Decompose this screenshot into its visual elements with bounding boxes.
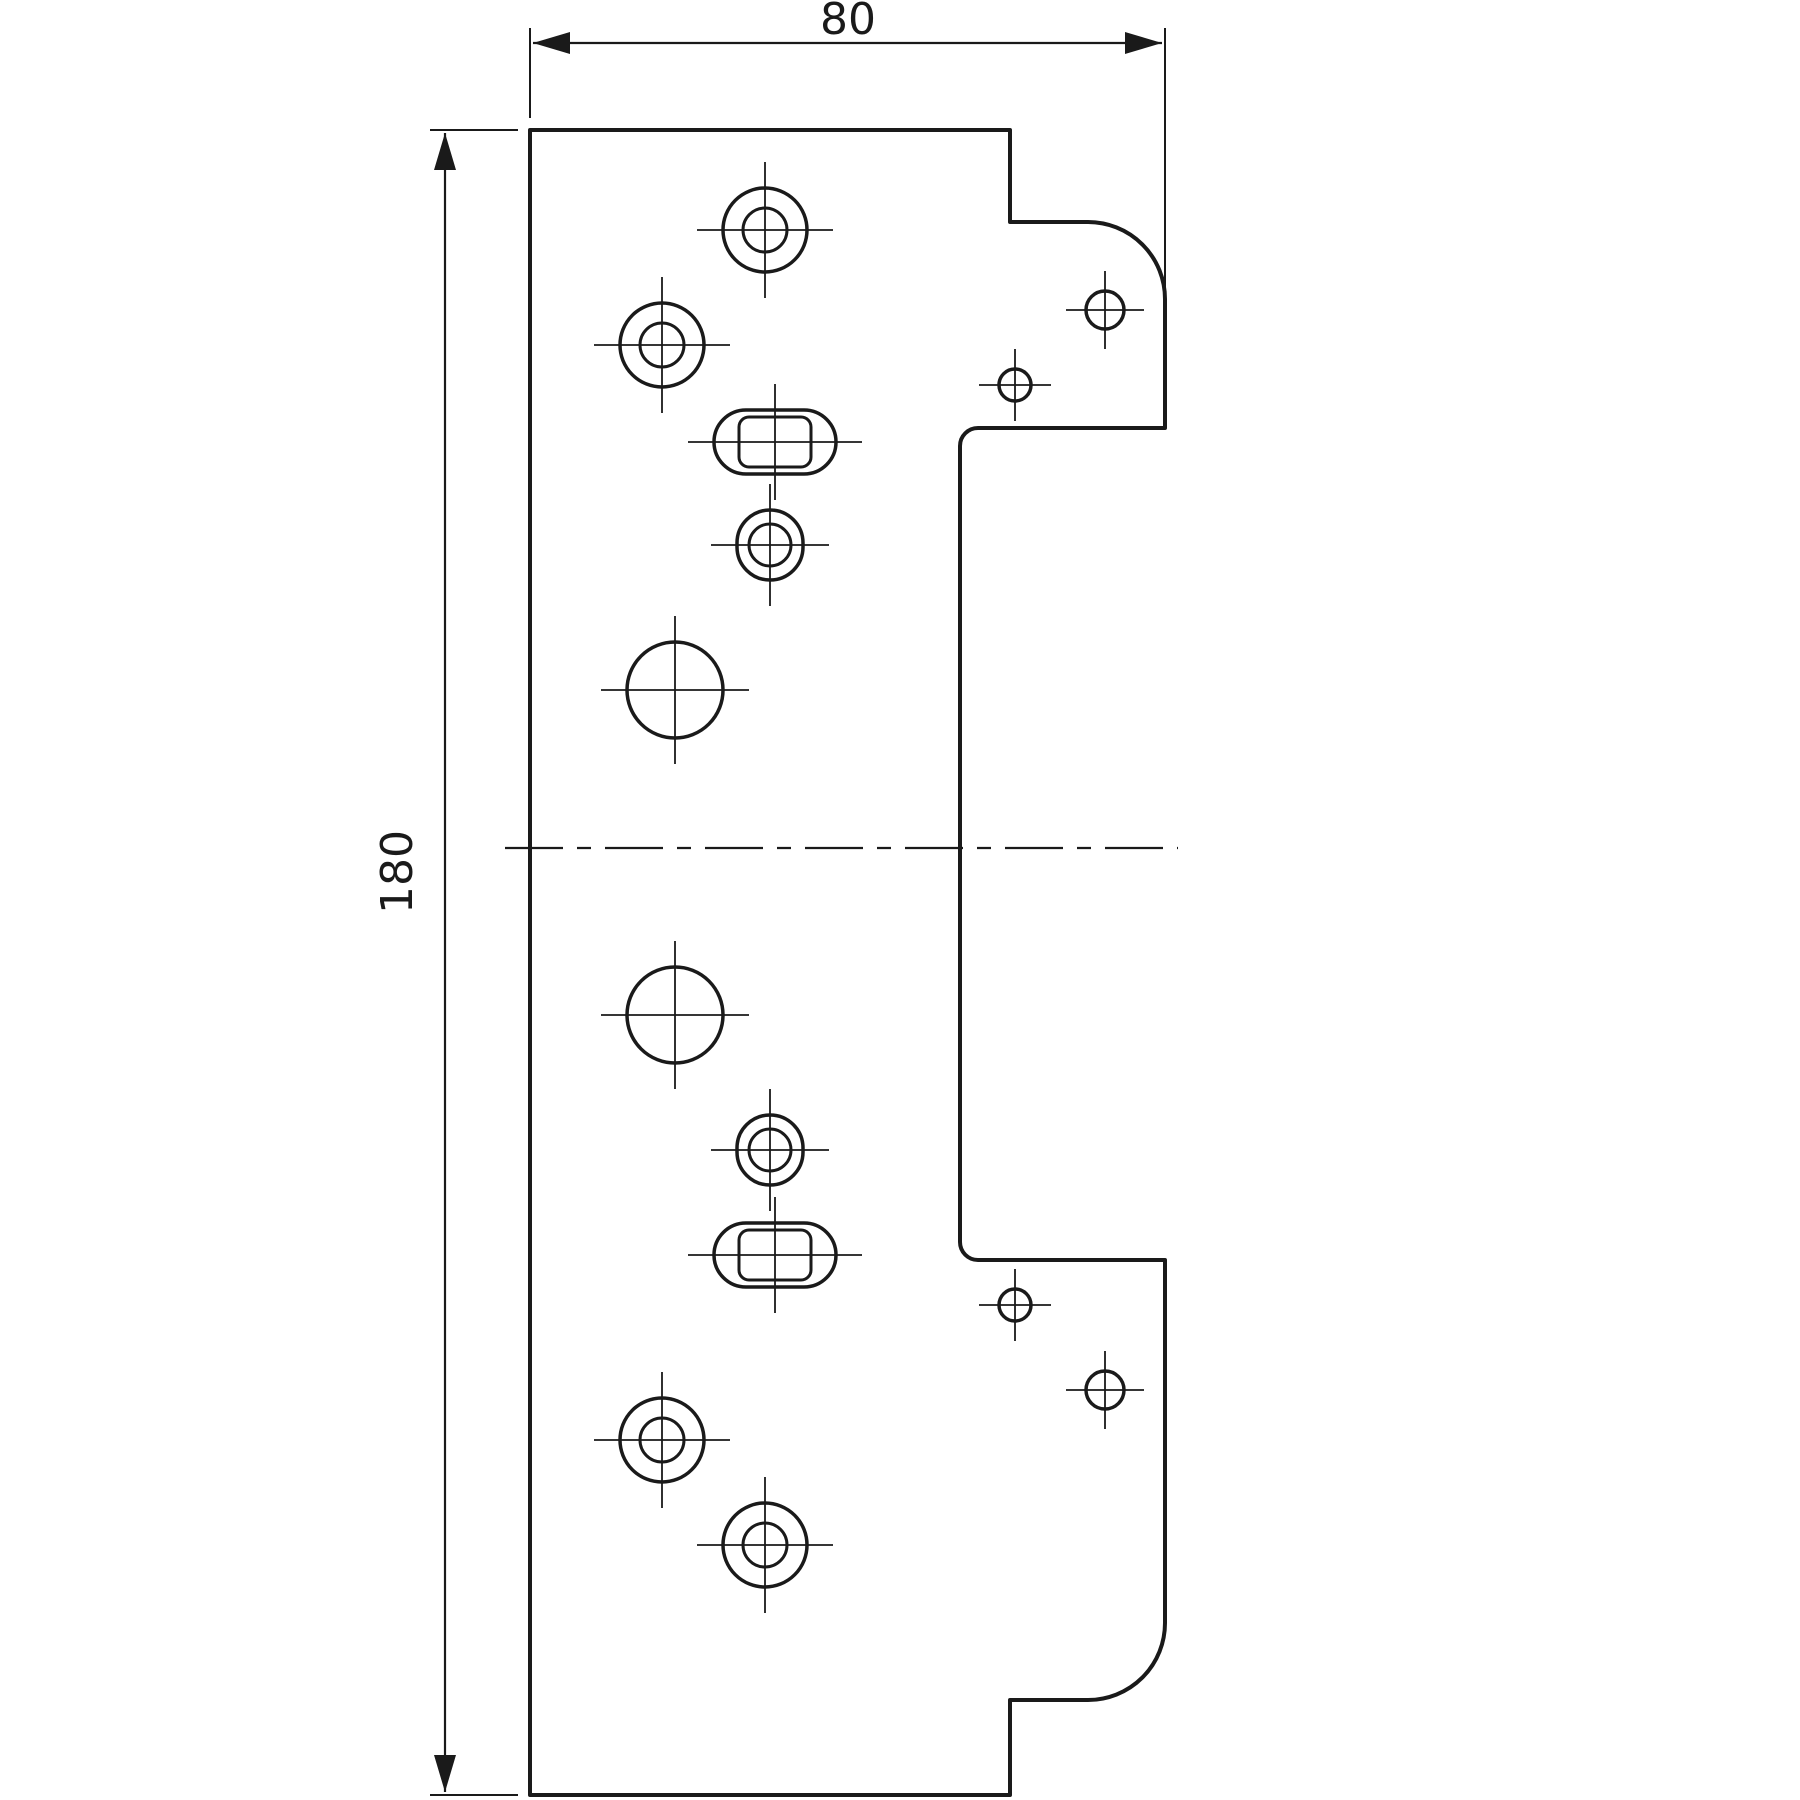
dim-arrow-right [1125, 32, 1162, 54]
hole-counterbore_obround [711, 484, 829, 606]
dim-arrow-top [434, 133, 456, 170]
hole-slot [688, 1197, 862, 1313]
dim-width-label: 80 [820, 0, 876, 45]
hole-small [979, 1269, 1051, 1341]
hole-counterbore_obround [711, 1089, 829, 1211]
hole-small [1066, 271, 1144, 349]
plate-outline [528, 128, 1167, 1797]
hole-counterbore [594, 277, 730, 413]
hole-counterbore [697, 1477, 833, 1613]
hole-circle [601, 941, 749, 1089]
hole-circle [601, 616, 749, 764]
dimension-width: 80 [529, 0, 1166, 287]
dimension-height: 180 [372, 129, 518, 1796]
holes-layer [594, 162, 1144, 1613]
hole-slot [688, 384, 862, 500]
dim-height-label: 180 [372, 830, 423, 914]
hole-counterbore [697, 162, 833, 298]
dim-arrow-left [533, 32, 570, 54]
dim-arrow-bottom [434, 1755, 456, 1792]
hole-small [979, 349, 1051, 421]
hole-small [1066, 1351, 1144, 1429]
hole-counterbore [594, 1372, 730, 1508]
